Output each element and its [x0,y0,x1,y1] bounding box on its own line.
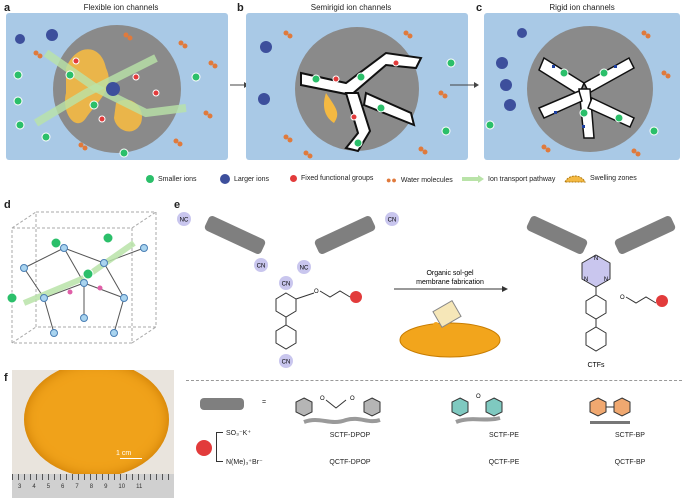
panel-label-d: d [4,199,11,211]
qctf-pe-label: QCTF-PE [488,459,520,466]
panel-label-e: e [174,199,181,211]
pe-structure: O [451,394,503,424]
ruler-tick-7: 7 [75,484,79,490]
legend-smaller-ions-label: Smaller ions [158,175,197,183]
cn-label-1: CN [257,264,266,270]
nc-label-left: NC [180,218,189,224]
functional-group-sphere [196,440,212,456]
sctf-bp-label: SCTF-BP [615,432,645,439]
qctf-dpop-label: QCTF-DPOP [329,459,371,466]
synthesis-scheme: NC CN NC CN CN O CN Organic sol-gel memb… [177,212,676,369]
legend-pathway-label: Ion transport pathway [488,175,556,183]
legend-water-label: Water molecules [400,176,453,184]
dpop-o1: O [320,396,325,402]
arrow-label-top: Organic sol-gel [426,270,474,277]
ruler-tick-8: 8 [89,484,94,490]
membrane-disc [24,370,169,477]
legend-water: ●● Water molecules [386,175,453,185]
nc-label-2: NC [300,266,309,272]
panel-title-a: Flexible ion channels [83,3,159,12]
panel-title-b: Semirigid ion channels [310,3,392,12]
ruler-tick-5: 5 [46,484,51,490]
panel-label-b: b [237,2,244,14]
flexible-channel-panel [6,13,228,160]
triazine-n-3: N [604,277,608,283]
sctf-dpop-label: SCTF-DPOP [329,432,371,439]
legend-swelling: Swelling zones [564,173,637,183]
legend-smaller-ions: Smaller ions [146,175,197,183]
rigid-channel-illustration [485,26,671,157]
triazine-n-1: N [594,256,598,262]
ether-o-label: O [314,289,319,295]
flexible-channel-illustration [13,25,218,158]
panel-label-f: f [4,372,8,384]
bp-structure [589,397,631,424]
dpop-structure: O O [295,396,381,424]
smaller-ion-icon [146,175,154,183]
legend-larger-ions-label: Larger ions [234,175,270,183]
product-ether-o: O [620,295,625,301]
sctf-pe-label: SCTF-PE [489,432,519,439]
panel-label-a: a [4,2,11,14]
ctf-product-structure: N N N O CTFs [526,215,676,369]
ruler-tick-9: 9 [104,484,108,490]
ruler-tick-10: 10 [118,484,126,490]
ruler-tick-11: 11 [136,484,143,490]
legend-fixed-groups-label: Fixed functional groups [301,175,374,182]
cn-label-4: CN [282,360,291,366]
ammonium-label: N(Me)₃⁺Br⁻ [226,459,263,466]
legend-pathway: Ion transport pathway [462,175,555,183]
monomer-structure: NC CN NC CN CN O CN [177,212,399,368]
arrow-b-to-c [450,82,479,88]
scale-bar-label: 1 cm [116,450,132,457]
triazine-n-2: N [584,277,588,283]
arrow-label-bottom: membrane fabrication [416,279,484,286]
panel-title-c: Rigid ion channels [549,3,615,12]
dpop-o2: O [350,396,355,402]
legend-larger-ions: Larger ions [220,174,269,184]
rod-icon [200,398,244,410]
functional-group-icon [290,175,297,182]
legend-swelling-label: Swelling zones [590,174,637,182]
panel-label-c: c [476,2,483,14]
equals-sign: = [262,399,267,406]
divider [186,380,682,381]
qctf-bp-label: QCTF-BP [614,459,646,466]
ruler-tick-3: 3 [18,484,22,490]
bracket [216,432,223,462]
product-label: CTFs [587,362,605,369]
cn-label-3: CN [282,282,291,288]
larger-ion-icon [220,174,230,184]
pe-o: O [476,394,481,400]
cn-label-right: CN [388,218,397,224]
swelling-zone-icon [564,175,586,183]
ruler-tick-4: 4 [32,484,36,490]
sulfonate-label: SO₃⁻K⁺ [226,430,252,437]
scale-bar [120,458,142,459]
membrane-photo: 1 cm 3 4 5 6 7 8 9 10 11 [12,370,174,498]
rigid-channel-panel [484,13,680,160]
water-molecule-icon: ●● [386,175,397,185]
monomer-rings: O O O [295,394,631,424]
semirigid-channel-illustration [258,27,456,159]
ruler: 3 4 5 6 7 8 9 10 11 [12,474,174,498]
pathway-arrow-icon [462,175,484,183]
semirigid-channel-panel [246,13,468,160]
legend-fixed-groups: Fixed functional groups [290,175,373,182]
ruler-tick-6: 6 [61,484,65,490]
cubic-network-diagram [6,211,157,344]
